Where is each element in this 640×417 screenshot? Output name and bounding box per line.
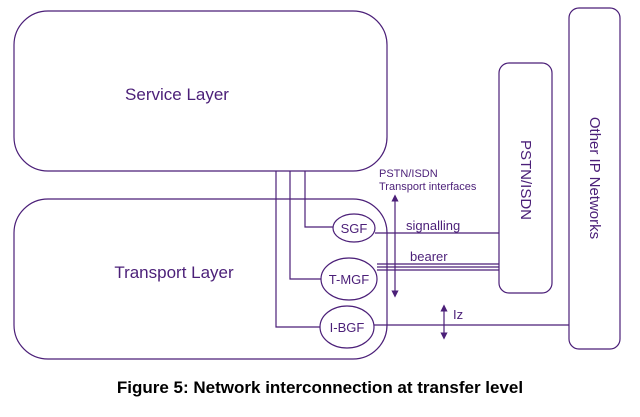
pstn-transport-label-line1: PSTN/ISDN: [379, 168, 438, 180]
ibgf-label: I-BGF: [330, 320, 365, 335]
transport-layer-box: [13, 198, 388, 360]
service-connectors: [275, 171, 333, 328]
signalling-label: signalling: [406, 218, 460, 233]
ibgf-node: [319, 305, 375, 349]
connector-tmgf: [289, 171, 321, 280]
service-layer-label: Service Layer: [125, 85, 229, 104]
iz-label: Iz: [453, 307, 463, 322]
network-diagram: Service Layer Transport Layer PSTN/ISDN …: [13, 7, 621, 360]
connector-sgf: [304, 171, 333, 228]
connector-ibgf: [275, 171, 321, 328]
transport-layer-label: Transport Layer: [114, 263, 234, 282]
sgf-label: SGF: [341, 221, 368, 236]
tmgf-label: T-MGF: [329, 272, 369, 287]
tmgf-node: [320, 257, 378, 301]
bearer-label: bearer: [410, 249, 448, 264]
other-ip-networks-label: Other IP Networks: [586, 117, 603, 239]
figure-caption: Figure 5: Network interconnection at tra…: [116, 378, 524, 397]
sgf-node: [332, 213, 376, 243]
pstn-isdn-box: [498, 62, 553, 294]
other-ip-networks-box: [568, 7, 621, 350]
pstn-transport-label-line2: Transport interfaces: [379, 181, 477, 193]
pstn-isdn-label: PSTN/ISDN: [517, 140, 534, 220]
service-layer-box: [13, 10, 388, 172]
